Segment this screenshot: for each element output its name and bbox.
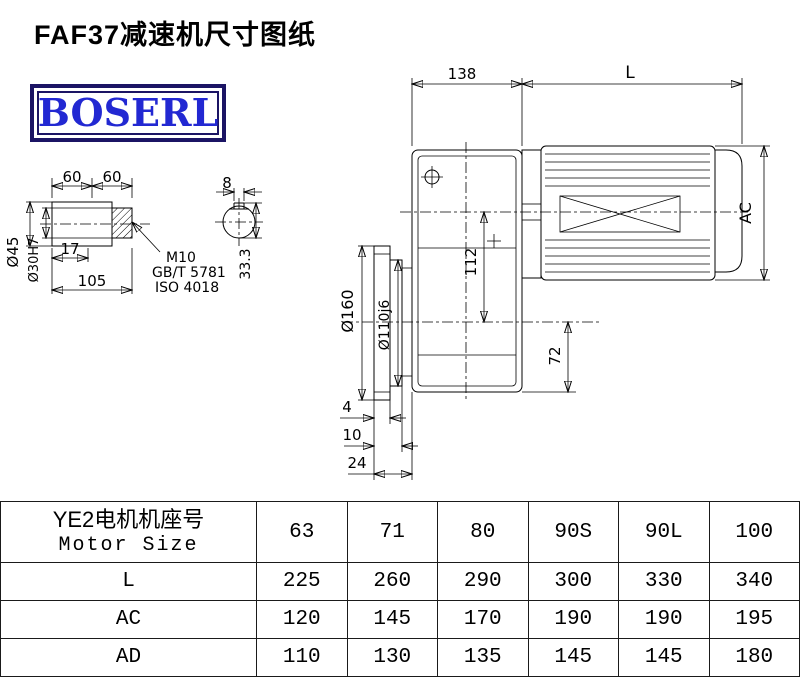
- motor-flange-adapter: [521, 149, 542, 279]
- dimension-drawing: 60 60 17 105 Ø45 Ø30H7 M10 GB/T 5781 ISO…: [4, 63, 770, 480]
- motor-body: [540, 145, 716, 281]
- dim-110j6-label: Ø110j6: [377, 300, 393, 351]
- dim-30h7-label: Ø30H7: [27, 238, 42, 283]
- page-title: FAF37减速机尺寸图纸: [34, 20, 317, 50]
- column-header-63: 63: [256, 501, 348, 563]
- table-cell: 300: [527, 562, 619, 601]
- table-cell: 340: [708, 562, 800, 601]
- table-cell: 145: [527, 638, 619, 677]
- fan-cowl: [715, 149, 743, 273]
- standard-iso-label: ISO 4018: [155, 280, 219, 296]
- table-cell: 290: [437, 562, 529, 601]
- table-cell: 135: [437, 638, 529, 677]
- dim-17-label: 17: [60, 240, 79, 258]
- table-cell: 195: [708, 600, 800, 639]
- table-cell: 120: [256, 600, 348, 639]
- table-cell: 180: [708, 638, 800, 677]
- motor-size-header-en: Motor Size: [58, 534, 199, 558]
- motor-size-header-cell: YE2电机机座号 Motor Size: [0, 501, 257, 563]
- dim-60b-label: 60: [102, 168, 121, 186]
- boserl-logo: BOSERL: [30, 84, 226, 142]
- dimension-table: YE2电机机座号 Motor Size 63 71 80 90S 90L 100…: [0, 501, 800, 677]
- dim-160-label: Ø160: [338, 289, 357, 332]
- dim-60a-label: 60: [62, 168, 81, 186]
- column-header-80: 80: [437, 501, 529, 563]
- boserl-logo-frame: BOSERL: [37, 91, 219, 135]
- table-cell: 190: [618, 600, 710, 639]
- boserl-logo-text: BOSERL: [37, 90, 219, 135]
- motor-size-header-cn: YE2电机机座号: [52, 506, 205, 532]
- dim-33-3-label: 33.3: [238, 248, 254, 279]
- table-cell: 130: [346, 638, 438, 677]
- table-cell: 145: [618, 638, 710, 677]
- dim-L-label: L: [625, 63, 635, 83]
- row-label-AD: AD: [0, 638, 257, 677]
- row-label-L: L: [0, 562, 257, 601]
- dim-105-label: 105: [78, 272, 107, 290]
- row-label-AC: AC: [0, 600, 257, 639]
- thread-m10-label: M10: [166, 250, 196, 266]
- dim-10-label: 10: [342, 426, 361, 444]
- table-cell: 170: [437, 600, 529, 639]
- dim-72-label: 72: [546, 346, 564, 365]
- dim-4-label: 4: [342, 398, 352, 416]
- gearmotor-side-view-drawing: 138 L AC Ø160 Ø110j6 112 72: [338, 63, 770, 480]
- table-row-AD: AD 110 130 135 145 145 180: [0, 638, 800, 677]
- table-cell: 190: [527, 600, 619, 639]
- column-header-71: 71: [346, 501, 438, 563]
- dim-138-label: 138: [448, 65, 477, 83]
- dim-112-label: 112: [462, 248, 480, 277]
- table-row-L: L 225 260 290 300 330 340: [0, 562, 800, 601]
- table-header-row: YE2电机机座号 Motor Size 63 71 80 90S 90L 100: [0, 501, 800, 563]
- column-header-90s: 90S: [527, 501, 619, 563]
- input-shaft-drawing: 60 60 17 105 Ø45 Ø30H7 M10 GB/T 5781 ISO…: [4, 168, 226, 296]
- dim-24-label: 24: [347, 454, 366, 472]
- shaft-step: [111, 207, 133, 239]
- dim-45-label: Ø45: [4, 237, 22, 268]
- table-cell: 145: [346, 600, 438, 639]
- bore-keyway-drawing: 8 33.3: [215, 174, 263, 280]
- dim-AC-label: AC: [736, 202, 755, 224]
- table-cell: 225: [256, 562, 348, 601]
- table-cell: 110: [256, 638, 348, 677]
- motor-stator-band: [559, 195, 681, 233]
- column-header-100: 100: [708, 501, 800, 563]
- table-row-AC: AC 120 145 170 190 190 195: [0, 600, 800, 639]
- standard-gb-label: GB/T 5781: [152, 265, 226, 281]
- dim-8-label: 8: [222, 174, 232, 192]
- table-cell: 330: [618, 562, 710, 601]
- column-header-90l: 90L: [618, 501, 710, 563]
- table-cell: 260: [346, 562, 438, 601]
